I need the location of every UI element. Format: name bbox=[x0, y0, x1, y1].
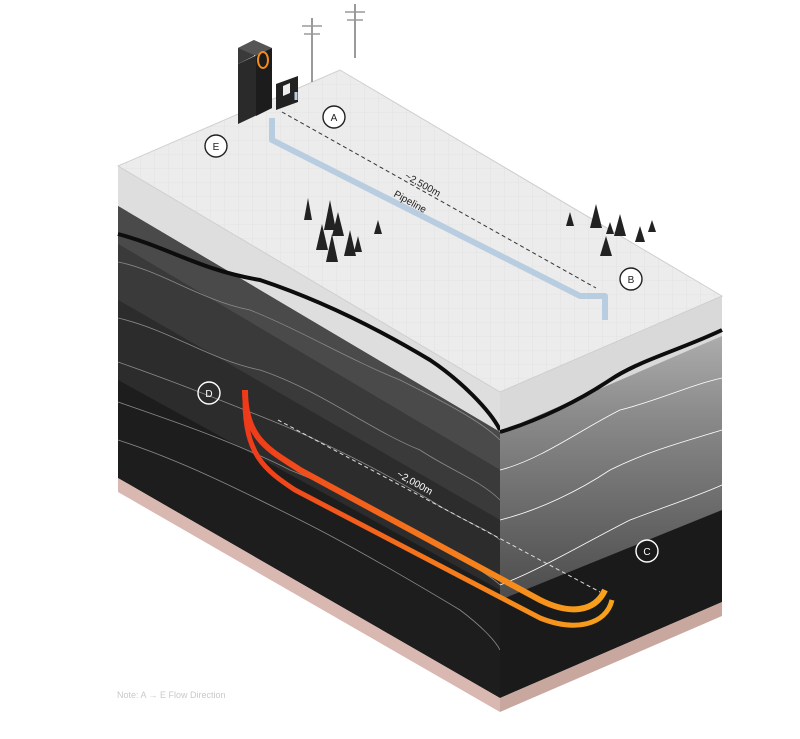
svg-text:B: B bbox=[628, 275, 635, 286]
power-line-poles bbox=[302, 4, 365, 82]
base-layer bbox=[118, 478, 500, 712]
trees-left bbox=[304, 198, 382, 262]
svg-text:C: C bbox=[643, 547, 650, 558]
marker-d: D bbox=[197, 381, 221, 405]
svg-text:A: A bbox=[331, 113, 338, 124]
marker-e: E bbox=[204, 134, 228, 158]
flow-direction-note: Note: A → E Flow Direction bbox=[117, 690, 226, 700]
pipeline-distance-line bbox=[281, 111, 597, 289]
svg-text:E: E bbox=[213, 142, 220, 153]
marker-a: A bbox=[322, 105, 346, 129]
trees-right bbox=[566, 204, 656, 256]
left-face bbox=[117, 166, 502, 712]
power-plant-building bbox=[238, 40, 298, 124]
strata-line bbox=[117, 232, 502, 431]
surface-pipeline bbox=[269, 92, 608, 320]
geothermal-loop bbox=[242, 120, 615, 628]
svg-text:D: D bbox=[205, 389, 212, 400]
plant-ring-icon bbox=[257, 51, 269, 69]
marker-b: B bbox=[619, 267, 643, 291]
depth-distance-line bbox=[277, 419, 601, 593]
marker-c: C bbox=[635, 539, 659, 563]
right-face bbox=[499, 296, 723, 712]
